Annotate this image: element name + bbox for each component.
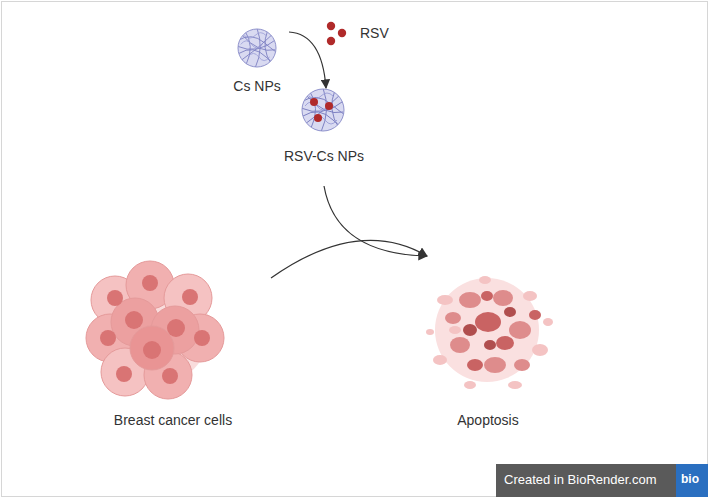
curved-arrow <box>324 186 427 256</box>
apoptosis-node: Apoptosis <box>427 262 549 428</box>
node-label: Breast cancer cells <box>89 412 257 428</box>
node-label: Cs NPs <box>219 78 295 94</box>
cancer-cells-node: Breast cancer cells <box>89 268 257 428</box>
watermark-text: Created in BioRender.com <box>504 472 656 487</box>
drug-node: RSV <box>326 20 388 48</box>
resveratrol-dots <box>327 22 346 45</box>
apoptotic-fragments <box>426 276 553 389</box>
node-label: Apoptosis <box>427 412 549 428</box>
watermark-logo: bio <box>681 472 699 486</box>
curved-arrow <box>271 240 427 278</box>
nanoparticle-node: Cs NPs <box>219 26 295 94</box>
cancer-cell-cluster <box>86 261 224 399</box>
curved-arrow <box>289 32 326 88</box>
node-label: RSV <box>360 25 389 41</box>
nanoparticle-icon <box>237 28 278 68</box>
loaded-nanoparticle-node: RSV-Cs NPs <box>277 86 371 164</box>
node-label: RSV-Cs NPs <box>277 148 371 164</box>
loaded-nanoparticle-icon <box>301 88 347 132</box>
watermark-badge <box>496 464 708 497</box>
